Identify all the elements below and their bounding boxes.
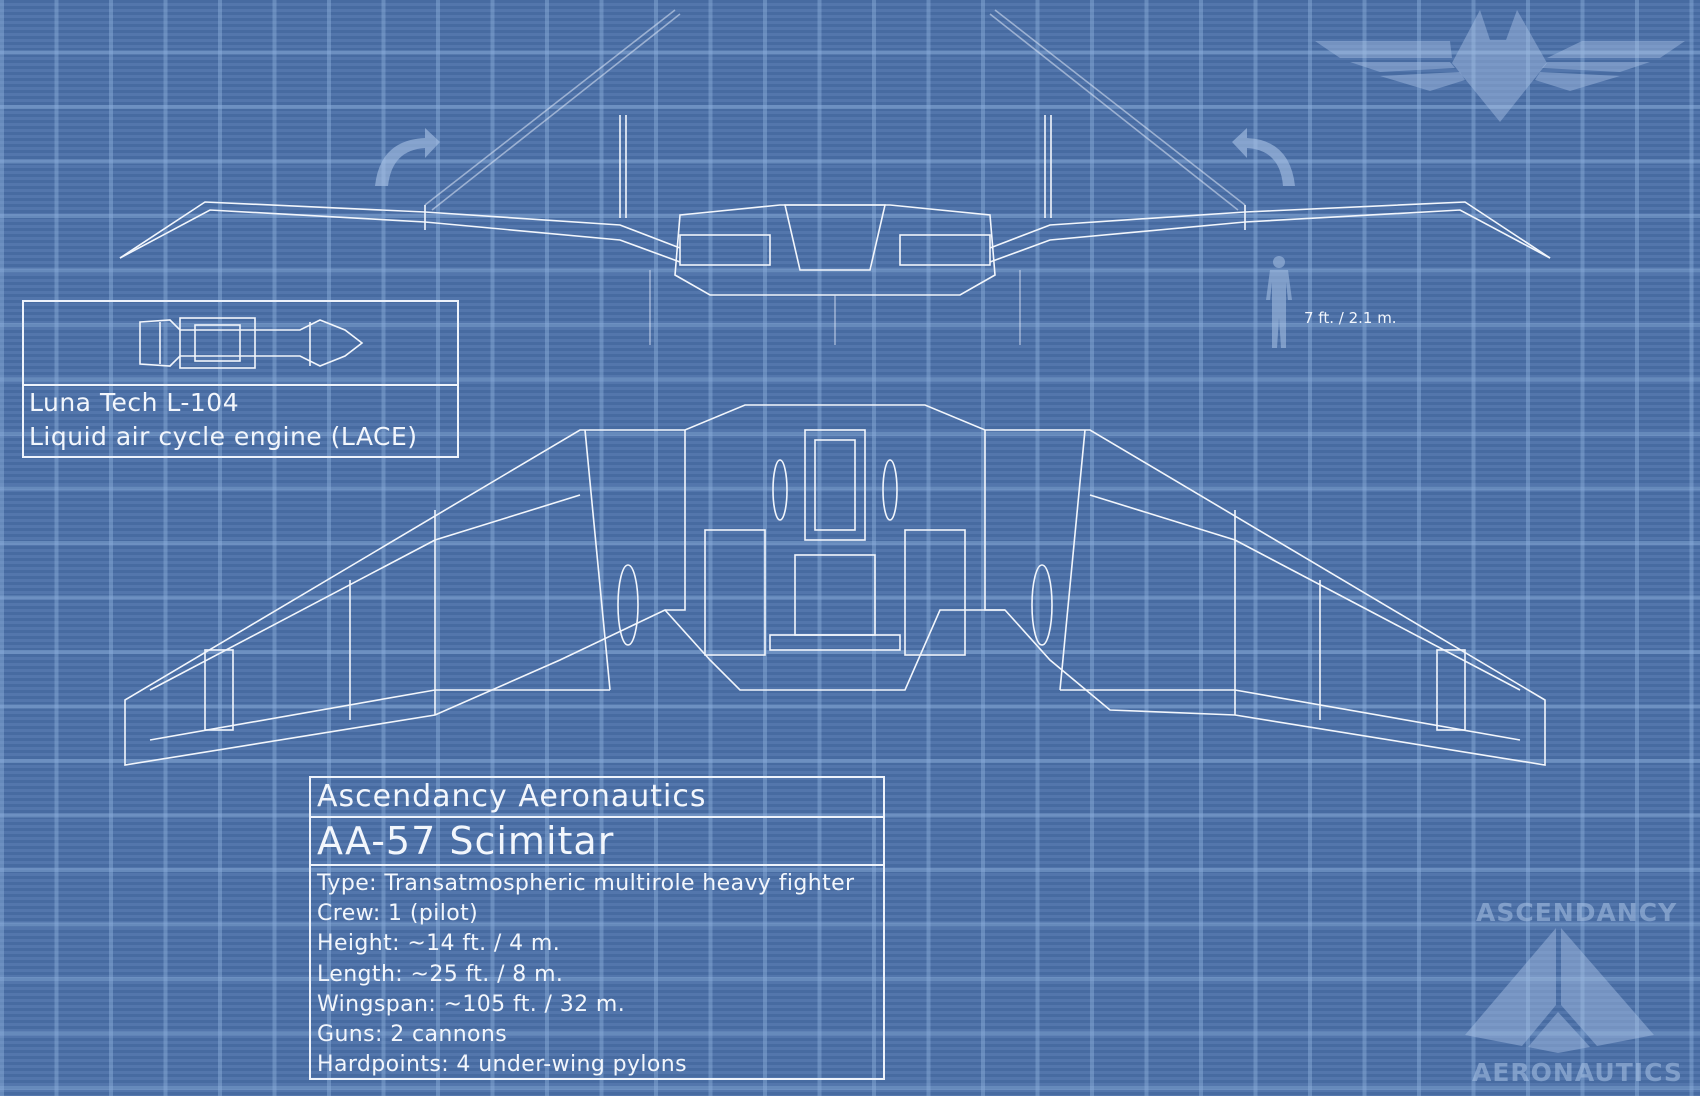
ascendancy-pyramid-logo bbox=[1465, 928, 1654, 1053]
company-name: Ascendancy Aeronautics bbox=[311, 778, 883, 818]
scale-figure-label: 7 ft. / 2.1 m. bbox=[1304, 309, 1397, 327]
engine-illustration-panel bbox=[24, 302, 457, 386]
spec-wingspan: Wingspan: ~105 ft. / 32 m. bbox=[317, 991, 626, 1017]
spec-sheet-box: Ascendancy Aeronautics AA-57 Scimitar Ty… bbox=[309, 776, 885, 1080]
spec-height: Height: ~14 ft. / 4 m. bbox=[317, 931, 561, 957]
spec-length: Length: ~25 ft. / 8 m. bbox=[317, 961, 564, 987]
human-scale-figure bbox=[1266, 256, 1292, 348]
wing-fold-arrow-icon bbox=[375, 128, 1295, 186]
spec-type: Type: Transatmospheric multirole heavy f… bbox=[317, 871, 855, 896]
engine-info-box: Luna Tech L-104 Liquid air cycle engine … bbox=[22, 300, 459, 458]
engine-name: Luna Tech L-104 bbox=[29, 388, 240, 417]
engine-description: Liquid air cycle engine (LACE) bbox=[29, 422, 418, 451]
aircraft-model: AA-57 Scimitar bbox=[311, 818, 883, 866]
wolf-emblem-logo bbox=[1315, 10, 1685, 122]
lace-engine-drawing bbox=[139, 317, 364, 369]
spec-guns: Guns: 2 cannons bbox=[317, 1022, 508, 1048]
logo-text-top: ASCENDANCY bbox=[1476, 898, 1678, 927]
logo-text-bottom: AERONAUTICS bbox=[1472, 1058, 1683, 1087]
front-view-aircraft bbox=[119, 9, 1551, 345]
top-view-aircraft bbox=[124, 404, 1546, 766]
spec-hardpoints: Hardpoints: 4 under-wing pylons bbox=[317, 1052, 687, 1078]
spec-crew: Crew: 1 (pilot) bbox=[317, 901, 479, 927]
